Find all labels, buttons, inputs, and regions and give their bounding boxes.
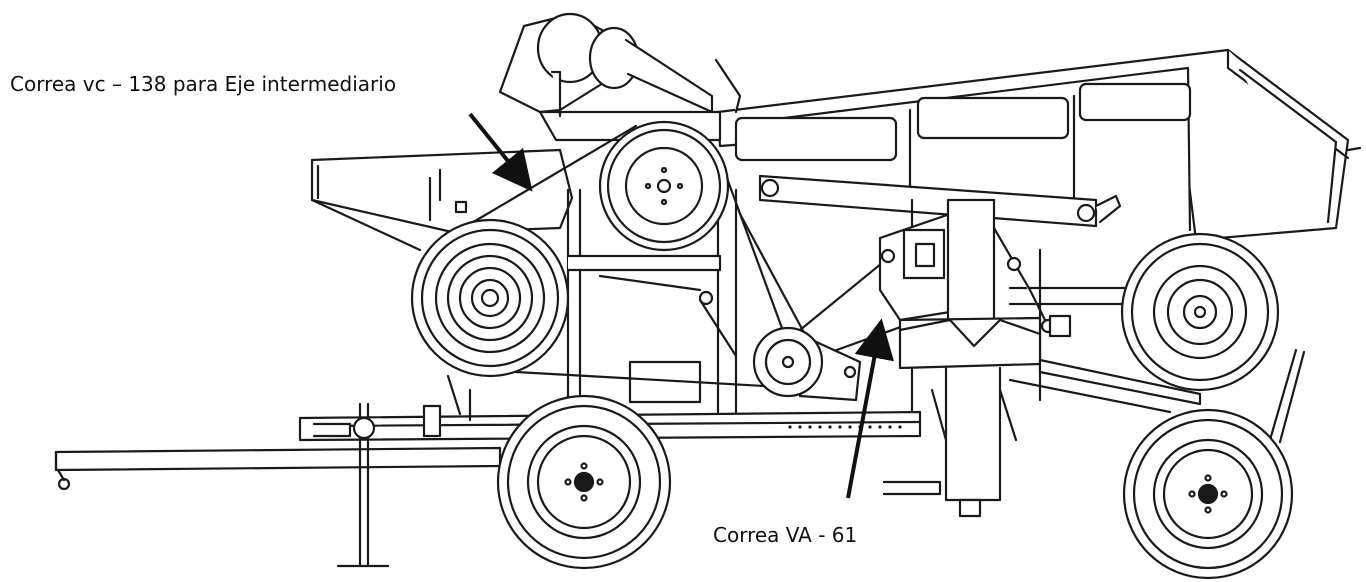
rear-suspension (1008, 348, 1306, 444)
hopper-box (716, 48, 1362, 242)
callout-label-bottom-belt: Correa VA - 61 (713, 523, 858, 547)
large-left-pulley (410, 218, 570, 378)
upper-center-pulley (598, 120, 730, 252)
lower-small-pulley (752, 326, 862, 402)
right-upper-wheel (1120, 232, 1280, 392)
callout-arrow-bottom (846, 318, 894, 499)
diagonal-arm (758, 174, 1122, 228)
belts (468, 124, 922, 390)
center-housing (878, 198, 1072, 518)
callout-arrow-top (468, 112, 533, 192)
front-wheel (496, 394, 672, 570)
top-intake (498, 12, 742, 142)
chassis (54, 374, 942, 568)
rear-wheel (1122, 408, 1294, 580)
callout-label-top-belt: Correa vc – 138 para Eje intermediario (10, 72, 397, 96)
